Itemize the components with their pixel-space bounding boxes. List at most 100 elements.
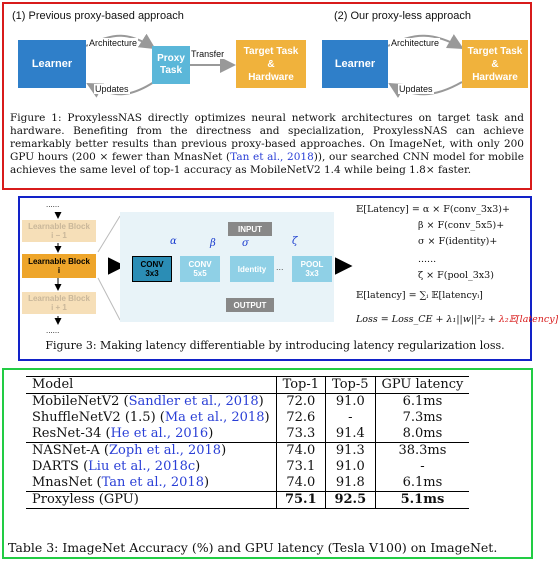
citation-link[interactable]: Tan et al., 2018 xyxy=(230,151,314,163)
model-name: NASNet-A ( xyxy=(32,443,109,458)
op-name: CONV xyxy=(188,260,212,269)
zeta-label: ζ xyxy=(292,236,298,247)
paren: ) xyxy=(208,426,214,441)
model-name: DARTS ( xyxy=(32,459,89,474)
model-cell: MobileNetV2 (Sandler et al., 2018) xyxy=(26,394,276,411)
figure-1-caption: Figure 1: ProxylessNAS directly optimize… xyxy=(10,112,524,177)
latency-cell: 6.1ms xyxy=(374,393,470,410)
paren: ) xyxy=(221,443,227,458)
latency-cell: 8.0ms xyxy=(374,426,470,443)
model-cell: DARTS (Liu et al., 2018c) xyxy=(26,459,276,475)
citation-link[interactable]: Liu et al., 2018c xyxy=(88,459,196,474)
header-top5: Top-5 xyxy=(325,376,376,394)
model-cell: NASNet-A (Zoph et al., 2018) xyxy=(26,442,277,459)
table-row: MobileNetV2 (Sandler et al., 2018) 72.0 … xyxy=(26,393,470,411)
citation-link[interactable]: He et al., 2016 xyxy=(110,426,209,441)
caption-suffix: )), our searched CNN model for mobile ac… xyxy=(10,151,524,176)
sigma-label: σ xyxy=(242,238,249,249)
model-name: MnasNet ( xyxy=(32,475,102,490)
header-model: Model xyxy=(26,376,277,394)
updates-label-left: Updates xyxy=(94,84,130,94)
beta-label: β xyxy=(210,238,216,249)
figure-1-panel: (1) Previous proxy-based approach (2) Ou… xyxy=(2,2,532,190)
learnable-block-next: Learnable Block i + 1 xyxy=(22,292,96,314)
dots-bottom: ...... xyxy=(46,326,60,335)
loss-latency-term: λ₂𝔼[latency] xyxy=(498,314,558,325)
dots-top: ...... xyxy=(46,200,60,209)
top1-cell: 72.0 xyxy=(275,393,326,410)
target-label-2: & xyxy=(267,58,275,70)
top5-cell: 91.8 xyxy=(325,475,376,492)
latency-cell: 38.3ms xyxy=(374,442,470,459)
learner-label: Learner xyxy=(334,58,376,70)
paren: ) xyxy=(203,475,210,490)
latency-cell: - xyxy=(374,459,470,475)
top1-cell: 73.1 xyxy=(275,459,326,475)
op-conv5x5: CONV 5x5 xyxy=(180,256,220,282)
top5-cell: 92.5 xyxy=(325,491,376,509)
table-header-row: Model Top-1 Top-5 GPU latency xyxy=(26,376,470,394)
target-label-1: Target Task xyxy=(243,45,299,57)
latency-cell: 7.3ms xyxy=(374,410,470,426)
citation-link[interactable]: Zoph et al., 2018 xyxy=(108,443,222,458)
model-cell: MnasNet (Tan et al., 2018) xyxy=(26,475,276,492)
model-cell: Proxyless (GPU) xyxy=(26,491,277,509)
learnable-block-prev: Learnable Block i − 1 xyxy=(22,220,96,242)
alpha-label: α xyxy=(170,236,177,247)
header-latency: GPU latency xyxy=(374,376,470,394)
model-name: MobileNetV2 ( xyxy=(32,394,129,409)
block-index: i xyxy=(57,266,61,275)
proxy-task-box: Proxy Task xyxy=(152,46,190,84)
op-identity: Identity xyxy=(230,256,274,282)
top1-cell: 74.0 xyxy=(275,442,326,459)
learnable-block-current: Learnable Block i xyxy=(22,254,96,278)
equation-line-6: 𝔼[latency] = ∑ᵢ 𝔼[latencyᵢ] xyxy=(356,290,483,301)
citation-link[interactable]: Ma et al., 2018 xyxy=(164,410,265,425)
equation-line-2: β × F(conv_5x5)+ xyxy=(418,220,505,231)
latency-cell: 6.1ms xyxy=(374,475,470,492)
op-name: CONV xyxy=(140,260,164,269)
model-name: ResNet-34 ( xyxy=(32,426,111,441)
op-name: POOL xyxy=(300,260,324,269)
citation-link[interactable]: Sandler et al., 2018 xyxy=(128,394,259,409)
left-heading: (1) Previous proxy-based approach xyxy=(12,10,184,22)
block-index: i − 1 xyxy=(51,231,67,240)
top1-cell: 75.1 xyxy=(275,491,326,509)
results-table: Model Top-1 Top-5 GPU latency MobileNetV… xyxy=(26,376,470,509)
learner-box-left: Learner xyxy=(18,40,86,88)
top5-cell: 91.0 xyxy=(325,393,376,410)
target-task-box-right: Target Task & Hardware xyxy=(462,40,528,88)
table-row: ResNet-34 (He et al., 2016) 73.3 91.4 8.… xyxy=(26,426,470,443)
equation-line-4: ...... xyxy=(418,254,437,265)
block-index: i + 1 xyxy=(51,303,67,312)
top1-cell: 74.0 xyxy=(275,475,326,492)
table-row: DARTS (Liu et al., 2018c) 73.1 91.0 - xyxy=(26,459,470,475)
citation-link[interactable]: Tan et al., 2018 xyxy=(101,475,204,490)
table-row: MnasNet (Tan et al., 2018) 74.0 91.8 6.1… xyxy=(26,475,470,492)
model-cell: ShuffleNetV2 (1.5) (Ma et al., 2018) xyxy=(26,410,276,426)
updates-label-right: Updates xyxy=(398,84,434,94)
proxy-label-2: Task xyxy=(159,65,183,76)
figure-3-caption: Figure 3: Making latency differentiable … xyxy=(45,339,505,352)
block-label: Learnable Block xyxy=(28,257,90,266)
top5-cell: - xyxy=(325,410,376,426)
proxy-label-1: Proxy xyxy=(157,53,185,64)
top5-cell: 91.3 xyxy=(325,442,376,459)
top1-cell: 73.3 xyxy=(275,426,326,443)
input-node: INPUT xyxy=(228,222,272,236)
target-label-3: Hardware xyxy=(472,71,518,83)
loss-prefix: Loss = Loss_CE + λ₁||w||²₂ + xyxy=(356,314,499,325)
architecture-label-right: Architecture xyxy=(390,38,441,48)
equation-line-5: ζ × F(pool_3x3) xyxy=(418,270,494,281)
top5-cell: 91.0 xyxy=(325,459,376,475)
caption-prefix: Figure 1: ProxylessNAS directly optimize… xyxy=(10,112,524,163)
op-name: Identity xyxy=(237,264,267,274)
figure-3-panel: ...... Learnable Block i − 1 Learnable B… xyxy=(18,196,558,361)
op-size: 5x5 xyxy=(193,269,207,278)
table-row-proxyless: Proxyless (GPU) 75.1 92.5 5.1ms xyxy=(26,491,470,509)
block-label: Learnable Block xyxy=(28,294,90,303)
op-conv3x3: CONV 3x3 xyxy=(132,256,172,282)
op-ellipsis: ... xyxy=(276,262,284,272)
op-pool3x3: POOL 3x3 xyxy=(292,256,332,282)
op-size: 3x3 xyxy=(145,269,159,278)
